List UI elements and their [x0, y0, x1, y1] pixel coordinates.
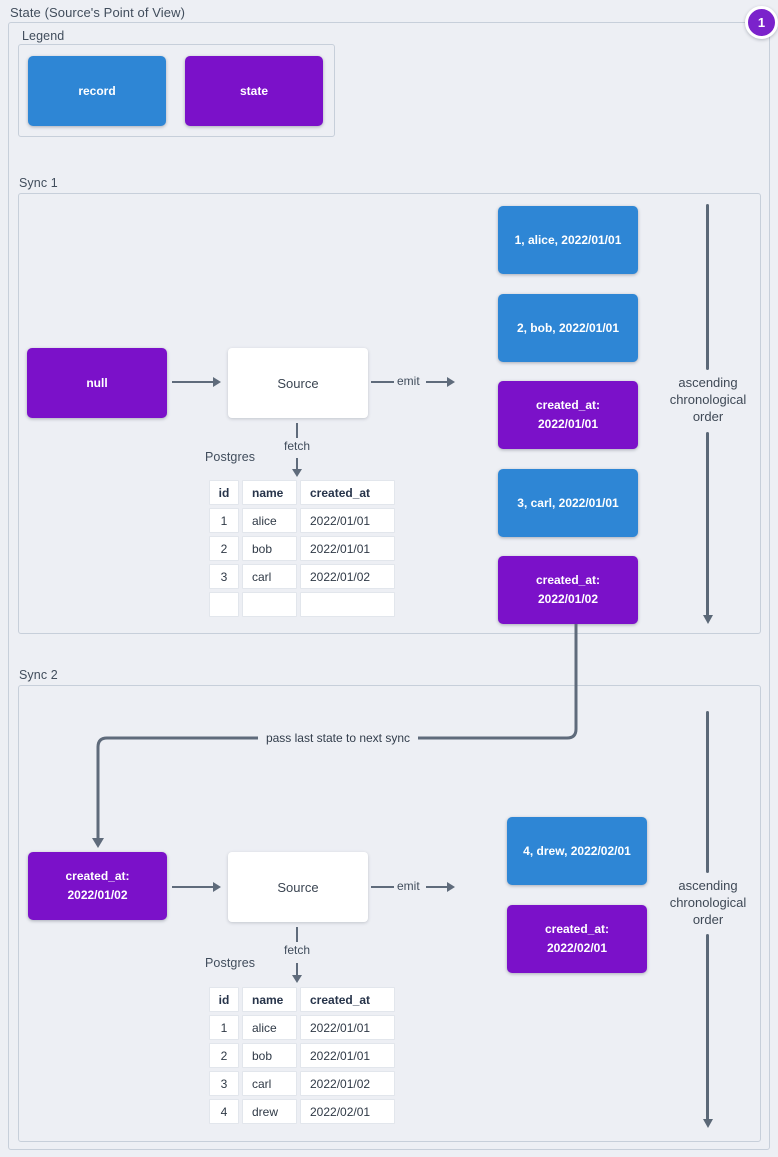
arrow-right-icon [172, 882, 221, 892]
table-cell: 2022/01/01 [300, 1043, 395, 1068]
table-header-row: id name created_at [209, 480, 395, 505]
sync1-input-state-text: null [86, 375, 108, 390]
record-message: 3, carl, 2022/01/01 [498, 469, 638, 537]
table-cell: 2022/01/02 [300, 1071, 395, 1096]
table-cell [242, 592, 297, 617]
sync2-postgres-label: Postgres [205, 956, 256, 970]
state-message-text: created_at: 2022/01/02 [535, 573, 601, 606]
legend-state-box: state [185, 56, 323, 126]
fetch-line [296, 927, 298, 942]
legend-record-text: record [78, 83, 116, 98]
table-header-row: id name created_at [209, 987, 395, 1012]
table-cell: 4 [209, 1099, 239, 1124]
arrow-down-icon [706, 934, 709, 1120]
table-cell: 2022/01/01 [300, 508, 395, 533]
pass-state-label: pass last state to next sync [258, 730, 418, 746]
state-message-text: created_at: 2022/02/01 [544, 922, 610, 955]
table-header-cell: name [242, 987, 297, 1012]
sync2-postgres-table: id name created_at 1 alice 2022/01/01 2 … [206, 984, 398, 1127]
sync1-order-note: ascending chronological order [669, 375, 747, 424]
sync2-order-note: ascending chronological order [669, 878, 747, 927]
order-line [706, 204, 709, 370]
record-message: 1, alice, 2022/01/01 [498, 206, 638, 274]
table-row: 4 drew 2022/02/01 [209, 1099, 395, 1124]
sync1-source-box: Source [228, 348, 368, 418]
table-header-cell: id [209, 480, 239, 505]
table-cell: 2022/01/01 [300, 1015, 395, 1040]
table-cell: 2022/02/01 [300, 1099, 395, 1124]
fetch-line [296, 423, 298, 438]
table-row: 2 bob 2022/01/01 [209, 536, 395, 561]
sync2-label: Sync 2 [19, 668, 58, 682]
page-title: State (Source's Point of View) [10, 5, 186, 20]
table-header-cell: created_at [300, 987, 395, 1012]
legend-state-text: state [239, 83, 268, 98]
sync1-label: Sync 1 [19, 176, 58, 190]
arrow-down-icon [296, 963, 298, 976]
table-cell: drew [242, 1099, 297, 1124]
state-diagram-frame [8, 22, 770, 1150]
table-row: 3 carl 2022/01/02 [209, 564, 395, 589]
table-cell: 3 [209, 1071, 239, 1096]
state-message: created_at: 2022/02/01 [507, 905, 647, 973]
sync1-postgres-table: id name created_at 1 alice 2022/01/01 2 … [206, 477, 398, 620]
table-row: 1 alice 2022/01/01 [209, 508, 395, 533]
table-cell: bob [242, 1043, 297, 1068]
table-cell: bob [242, 536, 297, 561]
sync1-emit-label: emit [397, 374, 420, 388]
table-cell: alice [242, 508, 297, 533]
table-cell: carl [242, 564, 297, 589]
legend-label: Legend [22, 29, 65, 43]
order-line [706, 711, 709, 873]
sync2-source-text: Source [277, 879, 319, 895]
sync1-input-state-box: null [27, 348, 167, 418]
record-message: 2, bob, 2022/01/01 [498, 294, 638, 362]
emit-line [371, 886, 394, 888]
table-row: 1 alice 2022/01/01 [209, 1015, 395, 1040]
table-header-cell: created_at [300, 480, 395, 505]
table-header-cell: name [242, 480, 297, 505]
legend-record-box: record [28, 56, 166, 126]
arrow-down-icon [296, 458, 298, 470]
state-message: created_at: 2022/01/01 [498, 381, 638, 449]
table-cell: 3 [209, 564, 239, 589]
table-cell: 2 [209, 536, 239, 561]
record-message-text: 4, drew, 2022/02/01 [523, 843, 631, 858]
sync2-input-state-box: created_at: 2022/01/02 [28, 852, 167, 920]
record-message-text: 2, bob, 2022/01/01 [516, 320, 620, 335]
table-cell: carl [242, 1071, 297, 1096]
record-message-text: 1, alice, 2022/01/01 [514, 232, 622, 247]
table-cell [209, 592, 239, 617]
sync1-source-text: Source [277, 375, 319, 391]
sync2-source-box: Source [228, 852, 368, 922]
legend-box [18, 44, 335, 137]
sync2-emit-label: emit [397, 879, 420, 893]
arrow-down-icon [706, 432, 709, 616]
annotation-badge: 1 [745, 6, 778, 39]
table-row: 2 bob 2022/01/01 [209, 1043, 395, 1068]
table-header-cell: id [209, 987, 239, 1012]
badge-number: 1 [757, 15, 766, 30]
table-cell: 1 [209, 508, 239, 533]
record-message-text: 3, carl, 2022/01/01 [517, 495, 619, 510]
state-message-text: created_at: 2022/01/01 [535, 398, 601, 431]
arrow-right-icon [426, 882, 455, 892]
sync1-fetch-label: fetch [283, 439, 310, 453]
table-cell: 1 [209, 1015, 239, 1040]
emit-line [371, 381, 394, 383]
sync2-input-state-text: created_at: 2022/01/02 [65, 869, 130, 902]
arrow-right-icon [172, 377, 221, 387]
table-cell: 2022/01/02 [300, 564, 395, 589]
sync2-fetch-label: fetch [283, 943, 310, 957]
table-cell [300, 592, 395, 617]
arrow-right-icon [426, 377, 455, 387]
record-message: 4, drew, 2022/02/01 [507, 817, 647, 885]
table-row: 3 carl 2022/01/02 [209, 1071, 395, 1096]
table-cell: 2022/01/01 [300, 536, 395, 561]
table-row [209, 592, 395, 617]
table-cell: 2 [209, 1043, 239, 1068]
state-message: created_at: 2022/01/02 [498, 556, 638, 624]
table-cell: alice [242, 1015, 297, 1040]
sync1-postgres-label: Postgres [205, 450, 256, 464]
